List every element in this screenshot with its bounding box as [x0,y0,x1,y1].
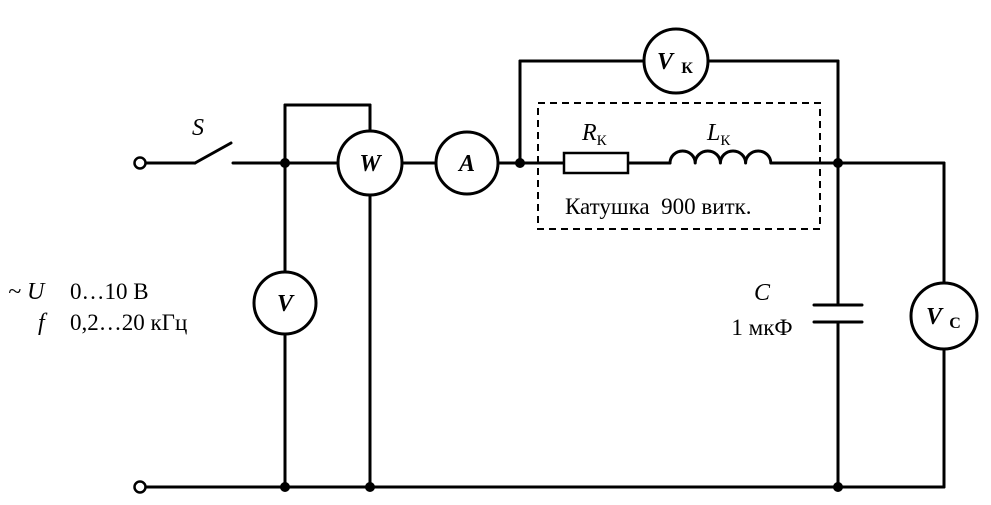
switch-blade [193,141,233,165]
coil-caption: Катушка 900 витк. [565,194,752,219]
input-terminal-bottom [133,480,147,494]
inductor-label: LК [706,120,731,149]
source-frequency-symbol: f [38,310,48,336]
voltmeter-capacitor: V C [909,281,979,351]
voltmeter-coil: V К [642,27,710,95]
capacitor-value: 1 мкФ [731,315,792,340]
voltmeter-coil-symbol: V [657,49,675,75]
switch-label: S [192,115,204,141]
source-frequency-range: 0,2…20 кГц [70,310,187,335]
voltmeter-coil-subscript: К [681,60,693,77]
voltmeter-source-symbol: V [277,291,295,317]
source-voltage-range: 0…10 В [70,279,149,304]
capacitor-symbol-label: C [754,280,771,306]
ammeter-symbol: A [457,151,475,177]
capacitor-symbol [812,303,864,324]
input-terminal-top [133,156,147,170]
voltmeter-capacitor-subscript: C [949,315,961,332]
ammeter: A [434,130,500,196]
voltmeter-source: V [252,270,318,336]
wattmeter-symbol: W [359,151,382,177]
voltmeter-capacitor-symbol: V [926,304,944,330]
resistor-label: RК [581,120,608,149]
inductor-symbol [668,149,773,165]
wattmeter: W [336,129,404,197]
source-voltage-symbol: ~ U [8,279,46,305]
resistor-symbol [562,151,630,175]
wires [144,59,946,489]
junction-nodes [280,158,843,492]
